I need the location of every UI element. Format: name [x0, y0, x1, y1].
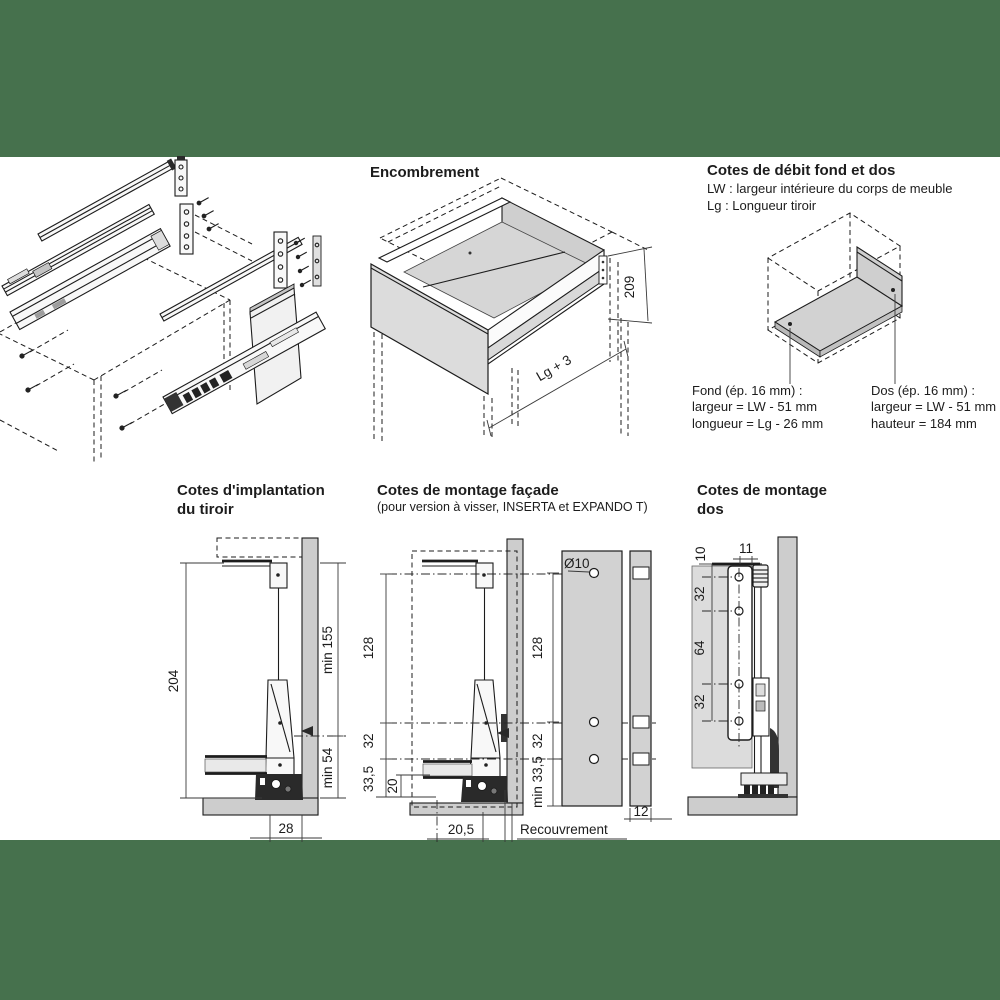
dim-min-54: min 54: [320, 747, 335, 788]
dim-209-group: 209: [607, 246, 653, 324]
cabinet-front-panel: [301, 537, 319, 816]
recouvrement-dims: 20,5 Recouvrement: [427, 790, 627, 842]
dim-10: 10: [693, 546, 708, 561]
dim-fv-128: 128: [530, 637, 545, 660]
dim-28: 28: [278, 821, 293, 836]
cabinet-bottom-panel: [202, 797, 319, 816]
dos-mount-title: Cotes de montage dos: [697, 481, 827, 519]
dim-32: 32: [361, 733, 376, 748]
dos-mount-drawing: 10 32 64 32 11: [687, 536, 798, 816]
dos-note-height: hauteur = 184 mm: [871, 415, 977, 431]
facade-bracket: [501, 714, 507, 742]
dim-12: 12: [633, 804, 648, 819]
dos-note-title: Dos (ép. 16 mm) :: [871, 383, 976, 398]
dos-bracket: [727, 565, 753, 748]
facade-side-strip: 12: [624, 550, 672, 822]
bottom-letterbox-bar: [0, 840, 1000, 1000]
position-arrow: [301, 726, 313, 736]
dim-fv-32: 32: [530, 733, 545, 748]
exploded-parts-diagram: [0, 156, 327, 462]
connector-plate-top: [174, 156, 188, 197]
dim-20-5: 20,5: [448, 822, 474, 837]
slide-rail-left: [1, 203, 156, 297]
drawer-side-rail-right: [162, 311, 327, 415]
dim-128: 128: [361, 637, 376, 660]
screws-top: [196, 197, 219, 232]
cabinet-bottom-section: [409, 802, 524, 816]
drawer-cross-section: [204, 559, 346, 800]
screws-left: [19, 329, 169, 431]
cabinet-side-panel: [777, 536, 798, 798]
dos-dims: 10 32 64 32 11: [692, 541, 758, 722]
facade-title: Cotes de montage façade: [377, 482, 559, 499]
facade-front-view: Ø10 128 32 min 33,5: [530, 550, 623, 808]
facade-panel-section: [506, 538, 524, 804]
drill-hole-bottom: [588, 753, 600, 765]
drawer-left-rail: [377, 197, 512, 263]
cabinet-bottom-panel: [687, 796, 798, 816]
fond-note: Fond (ép. 16 mm) : largeur = LW - 51 mm …: [692, 383, 823, 432]
cabinet-rail-top: [37, 158, 177, 242]
dim-32b: 32: [692, 694, 707, 709]
drawer-iso: [370, 197, 608, 396]
dos-mount-title-line2: dos: [697, 501, 724, 518]
position-arrow: [497, 728, 509, 738]
drawer-bottom-board: [422, 763, 473, 777]
implantation-drawing: 204 min 155 min 54 28: [166, 537, 346, 842]
facade-drawing: 128 32 33,5 20 20,5 Recouvrement Ø: [361, 538, 672, 842]
adjustment-wheel: [752, 564, 769, 588]
fond-note-title: Fond (ép. 16 mm) :: [692, 383, 803, 398]
implantation-title-line2: du tiroir: [177, 501, 234, 518]
dos-panel: [856, 245, 903, 308]
implantation-title: Cotes d'implantation du tiroir: [177, 481, 325, 519]
drawer-bottom-board: [204, 758, 267, 773]
encombrement-title: Encombrement: [370, 164, 480, 181]
facade-subtitle: (pour version à visser, INSERTA et EXPAN…: [377, 500, 648, 514]
dos-note-width: largeur = LW - 51 mm: [871, 399, 997, 415]
dos-note: Dos (ép. 16 mm) : largeur = LW - 51 mm h…: [871, 383, 996, 432]
dim-33-5: 33,5: [361, 766, 376, 792]
dos-rail: [738, 563, 788, 798]
dim-20: 20: [385, 778, 400, 793]
facade-cross-section: [422, 559, 509, 802]
fond-note-length: longueur = Lg - 26 mm: [692, 415, 824, 431]
dim-64: 64: [692, 640, 707, 656]
fond-note-width: largeur = LW - 51 mm: [692, 399, 818, 415]
facade-front-panel: [561, 550, 623, 807]
debit-def-lg: Lg : Longueur tiroir: [707, 198, 817, 213]
dim-32a: 32: [692, 586, 707, 601]
fond-panel: [773, 276, 904, 358]
drill-hole-mid: [588, 716, 600, 728]
dim-204: 204: [166, 669, 181, 692]
dim-lg3-group: Lg + 3: [486, 340, 629, 437]
dos-mount-title-line1: Cotes de montage: [697, 482, 828, 499]
connector-plate-right: [273, 231, 322, 289]
drawer-side-rail-left: [9, 227, 171, 331]
debit-title: Cotes de débit fond et dos: [707, 162, 896, 179]
drill-hole-top: [588, 567, 600, 579]
drawer-front-panel: [370, 262, 489, 396]
dim-height-209: 209: [622, 276, 637, 299]
implantation-title-line1: Cotes d'implantation: [177, 482, 325, 499]
hole-dia-label: Ø10: [564, 556, 590, 571]
top-letterbox-bar: [0, 0, 1000, 157]
dim-depth-lg3: Lg + 3: [534, 352, 574, 384]
drawer-dashed-outline: [411, 550, 518, 808]
cabinet-top-panel: [216, 537, 303, 558]
dim-11: 11: [739, 541, 753, 556]
cabinet-dashed-outline: [0, 253, 231, 462]
implantation-dims: 204 min 155 min 54 28: [166, 562, 346, 842]
debit-def-lw: LW : largeur intérieure du corps de meub…: [707, 181, 953, 196]
encombrement-drawing: 209 Lg + 3: [370, 177, 653, 442]
recouvrement-label: Recouvrement: [520, 822, 608, 837]
debit-drawing: [767, 212, 904, 384]
connector-plate-mid: [179, 203, 253, 262]
facade-cs-dims: 128 32 33,5 20: [361, 573, 436, 798]
dim-fv-min33-5: min 33,5: [530, 756, 545, 808]
dim-min-155: min 155: [320, 626, 335, 674]
